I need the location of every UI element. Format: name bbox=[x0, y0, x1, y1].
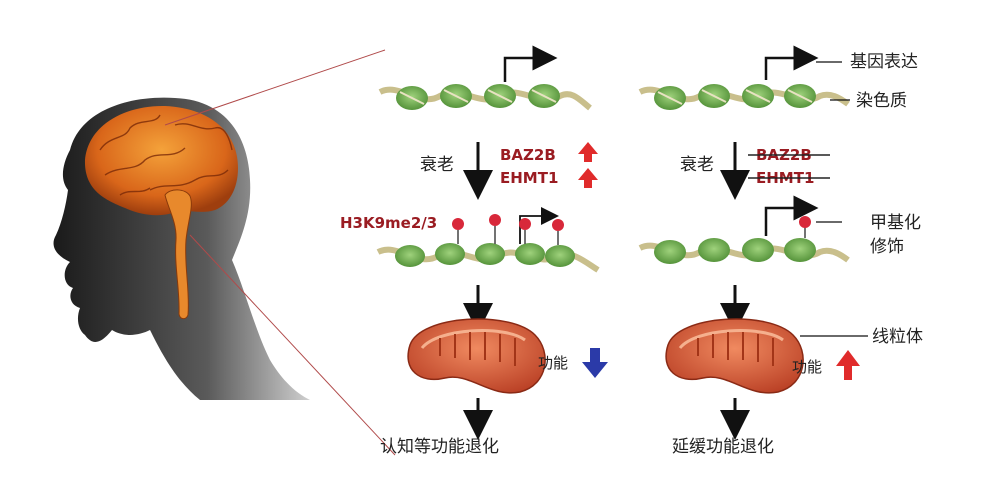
brain-icon bbox=[84, 105, 238, 216]
mitochondrion-left bbox=[407, 318, 546, 394]
methylation-label-line1: 甲基化 bbox=[870, 213, 921, 233]
brain-folds bbox=[99, 114, 233, 196]
methyl-marks bbox=[457, 226, 559, 245]
mark-label: H3K9me2/3 bbox=[340, 214, 437, 232]
chromatin-top-left bbox=[378, 45, 592, 111]
chromatin-methylated-left bbox=[376, 207, 600, 273]
gene2-label-left: EHMT1 bbox=[500, 169, 558, 187]
chromatin-demethylated-right bbox=[638, 195, 850, 264]
function-label-left: 功能 bbox=[538, 354, 568, 372]
hippocampus-icon bbox=[164, 189, 192, 320]
methylation-label-line2: 修饰 bbox=[870, 237, 904, 257]
function-label-right: 功能 bbox=[792, 358, 822, 376]
up-arrow-icon bbox=[578, 142, 598, 162]
down-arrow-icon bbox=[582, 348, 608, 378]
methyl-mark bbox=[799, 216, 811, 228]
aging-label-left: 衰老 bbox=[420, 155, 454, 175]
outcome-label-left: 认知等功能退化 bbox=[380, 437, 499, 457]
callout-line-top bbox=[164, 49, 386, 126]
aging-label-right: 衰老 bbox=[680, 155, 714, 175]
head-illustration bbox=[53, 49, 396, 456]
gene-expression-label: 基因表达 bbox=[850, 52, 918, 72]
chromatin-label: 染色质 bbox=[856, 91, 907, 111]
chromatin-top-right bbox=[638, 45, 850, 110]
outcome-label-right: 延缓功能退化 bbox=[672, 437, 774, 457]
mitochondria-label: 线粒体 bbox=[872, 327, 923, 347]
mitochondrion-right bbox=[665, 318, 804, 394]
right-pathway: 基因表达 染色质 衰老 BAZ2B EHMT1 甲基化 修饰 bbox=[638, 45, 923, 457]
left-pathway: 衰老 BAZ2B EHMT1 H3K9me2/3 bbox=[340, 45, 608, 457]
up-arrow-icon bbox=[836, 350, 860, 380]
gene1-label-left: BAZ2B bbox=[500, 146, 556, 164]
up-arrow-icon bbox=[578, 168, 598, 188]
callout-line-bottom bbox=[189, 234, 396, 456]
